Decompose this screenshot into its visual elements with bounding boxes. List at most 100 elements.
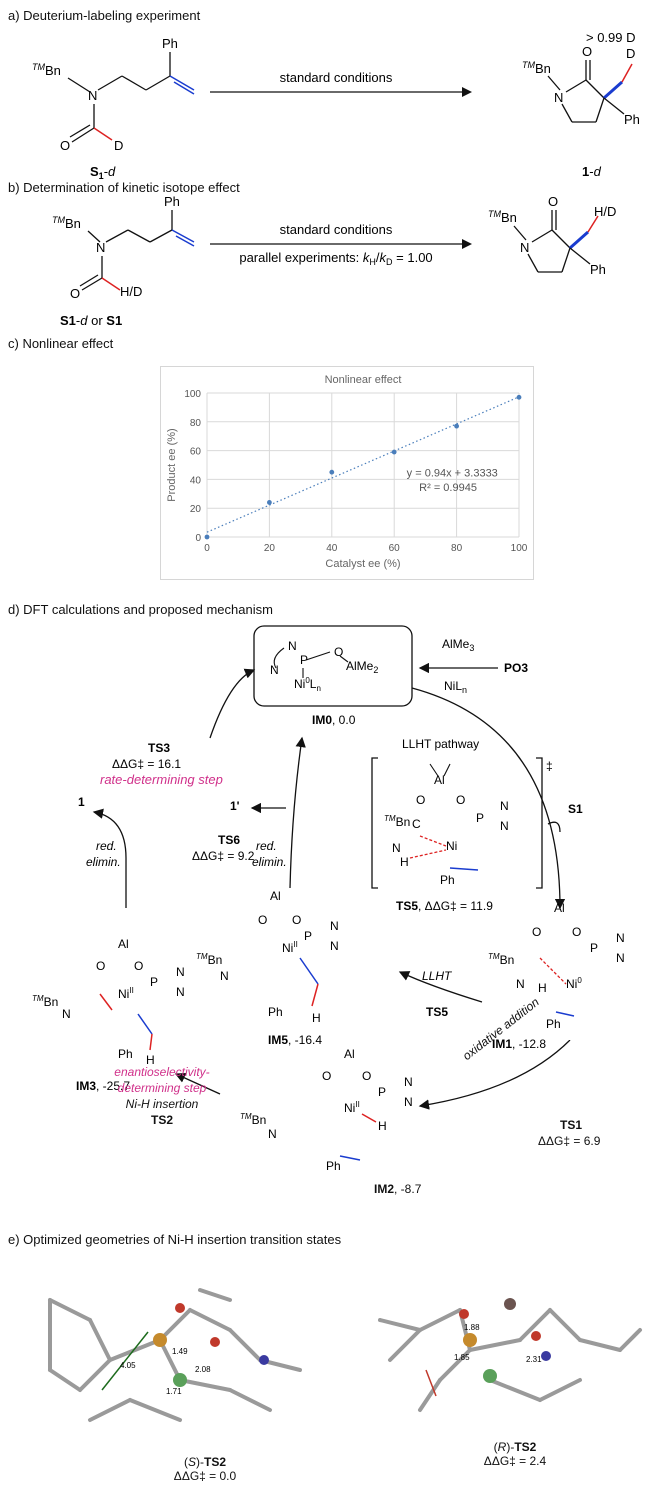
svg-text:TMBn: TMBn: [488, 209, 517, 225]
x-tick-label: 40: [326, 543, 338, 554]
one-label: 1: [78, 795, 85, 809]
svg-text:O: O: [416, 793, 425, 807]
y-tick-label: 60: [190, 447, 202, 458]
x-axis-label: Catalyst ee (%): [325, 558, 400, 570]
label-1d: 1-d: [582, 164, 602, 179]
x-tick-label: 100: [511, 543, 528, 554]
svg-text:P: P: [590, 941, 598, 955]
arrow-text-a: standard conditions: [280, 70, 393, 85]
hd-left: H/D: [120, 284, 142, 299]
y-tick-label: 0: [195, 533, 201, 544]
svg-text:O: O: [134, 959, 143, 973]
svg-text:O: O: [582, 44, 592, 59]
svg-text:N: N: [500, 799, 509, 813]
ts3-name: TS3: [148, 741, 170, 755]
esd-text: enantioselectivity- determining step Ni-…: [96, 1064, 228, 1128]
s-dist-3: 1.71: [166, 1387, 182, 1396]
svg-text:H: H: [538, 981, 547, 995]
chart-title: Nonlinear effect: [325, 374, 402, 386]
svg-text:N: N: [176, 985, 185, 999]
ts5-arrow-label: TS5: [426, 1005, 448, 1019]
svg-text:Al: Al: [344, 1047, 355, 1061]
svg-text:N: N: [88, 88, 97, 103]
svg-text:TMBn: TMBn: [196, 952, 222, 967]
svg-text:N: N: [404, 1075, 413, 1089]
svg-text:Ph: Ph: [326, 1159, 341, 1170]
svg-text:D: D: [626, 46, 635, 61]
svg-text:N: N: [516, 977, 525, 991]
svg-text:elimin.: elimin.: [86, 855, 121, 869]
ts6-name: TS6: [218, 833, 240, 847]
svg-text:P: P: [476, 811, 484, 825]
im1-label: IM1, -12.8: [492, 1037, 546, 1051]
scheme-a: TMBn N Ph O D standard conditions TMBn N…: [32, 30, 640, 181]
section-d-title: d) DFT calculations and proposed mechani…: [8, 602, 273, 617]
esd-line1: enantioselectivity-: [114, 1065, 210, 1079]
im3-label: IM3, -25.7: [76, 1079, 130, 1093]
ts2-label: TS2: [150, 1113, 173, 1127]
data-point: [516, 394, 522, 400]
svg-text:N: N: [270, 663, 279, 677]
r-dist-1: 1.88: [464, 1323, 480, 1332]
svg-text:N: N: [220, 969, 229, 983]
section-e-title: e) Optimized geometries of Ni-H insertio…: [8, 1232, 342, 1247]
ts6-energy: ΔΔG‡ = 9.2: [192, 849, 255, 863]
svg-text:O: O: [362, 1069, 371, 1083]
svg-text:Al: Al: [554, 901, 565, 915]
svg-text:TMBn: TMBn: [32, 994, 58, 1009]
data-point: [454, 423, 459, 429]
svg-text:‡: ‡: [546, 759, 553, 773]
svg-text:Ni0: Ni0: [566, 976, 582, 991]
svg-text:N: N: [176, 965, 185, 979]
svg-text:TMBn: TMBn: [52, 215, 81, 231]
svg-text:AlMe3: AlMe3: [442, 637, 474, 653]
svg-text:N: N: [268, 1127, 277, 1141]
svg-text:O: O: [70, 286, 80, 301]
section-a-title: a) Deuterium-labeling experiment: [8, 8, 201, 23]
svg-text:Al: Al: [270, 889, 281, 903]
y-tick-label: 100: [184, 389, 201, 400]
data-point: [204, 534, 210, 540]
svg-text:O: O: [532, 925, 541, 939]
svg-text:D: D: [114, 138, 123, 153]
svg-text:Ph: Ph: [624, 112, 640, 127]
llht-arrow-label: LLHT: [422, 969, 453, 983]
esd-line2: determining step: [117, 1081, 207, 1095]
svg-text:red.: red.: [96, 839, 117, 853]
svg-text:NiLn: NiLn: [444, 679, 467, 695]
svg-text:H: H: [312, 1011, 321, 1025]
ts1-name: TS1: [560, 1118, 583, 1132]
svg-text:P: P: [300, 653, 308, 667]
svg-text:O: O: [334, 645, 343, 659]
svg-text:Ni0Ln: Ni0Ln: [294, 676, 321, 693]
svg-text:N: N: [616, 951, 625, 965]
po3-label: PO3: [504, 661, 528, 675]
r-dist-3: 2.31: [526, 1355, 542, 1364]
svg-text:O: O: [60, 138, 70, 153]
svg-text:O: O: [456, 793, 465, 807]
x-tick-label: 0: [204, 543, 210, 554]
svg-text:AlMe2: AlMe2: [346, 659, 378, 675]
label-s1d-or-s1: S1-d or S1: [60, 313, 122, 328]
y-axis-label: Product ee (%): [166, 428, 178, 501]
svg-text:TMBn: TMBn: [384, 814, 410, 829]
im2-labels: [0, 1170, 670, 1200]
section-c-title: c) Nonlinear effect: [8, 336, 114, 351]
svg-text:Ph: Ph: [162, 36, 178, 51]
x-tick-label: 60: [389, 543, 401, 554]
svg-text:NiII: NiII: [282, 940, 298, 955]
s-dist-1: 1.49: [172, 1347, 188, 1356]
nih-insertion: Ni-H insertion: [125, 1097, 199, 1111]
svg-text:O: O: [292, 913, 301, 927]
s-ts2-caption: (S)-TS2 ΔΔG‡ = 0.0: [150, 1455, 260, 1483]
r-dist-2: 1.85: [454, 1353, 470, 1362]
im5-label: IM5, -16.4: [268, 1033, 322, 1047]
svg-text:TMBn: TMBn: [240, 1112, 266, 1127]
svg-text:H: H: [146, 1053, 155, 1067]
svg-text:P: P: [150, 975, 158, 989]
section-b-title: b) Determination of kinetic isotope effe…: [8, 180, 240, 195]
s-ts2-energy: ΔΔG‡ = 0.0: [173, 1469, 237, 1483]
data-point: [267, 500, 272, 505]
r-ts2-energy: ΔΔG‡ = 2.4: [483, 1454, 547, 1468]
hd-right: H/D: [594, 204, 616, 219]
